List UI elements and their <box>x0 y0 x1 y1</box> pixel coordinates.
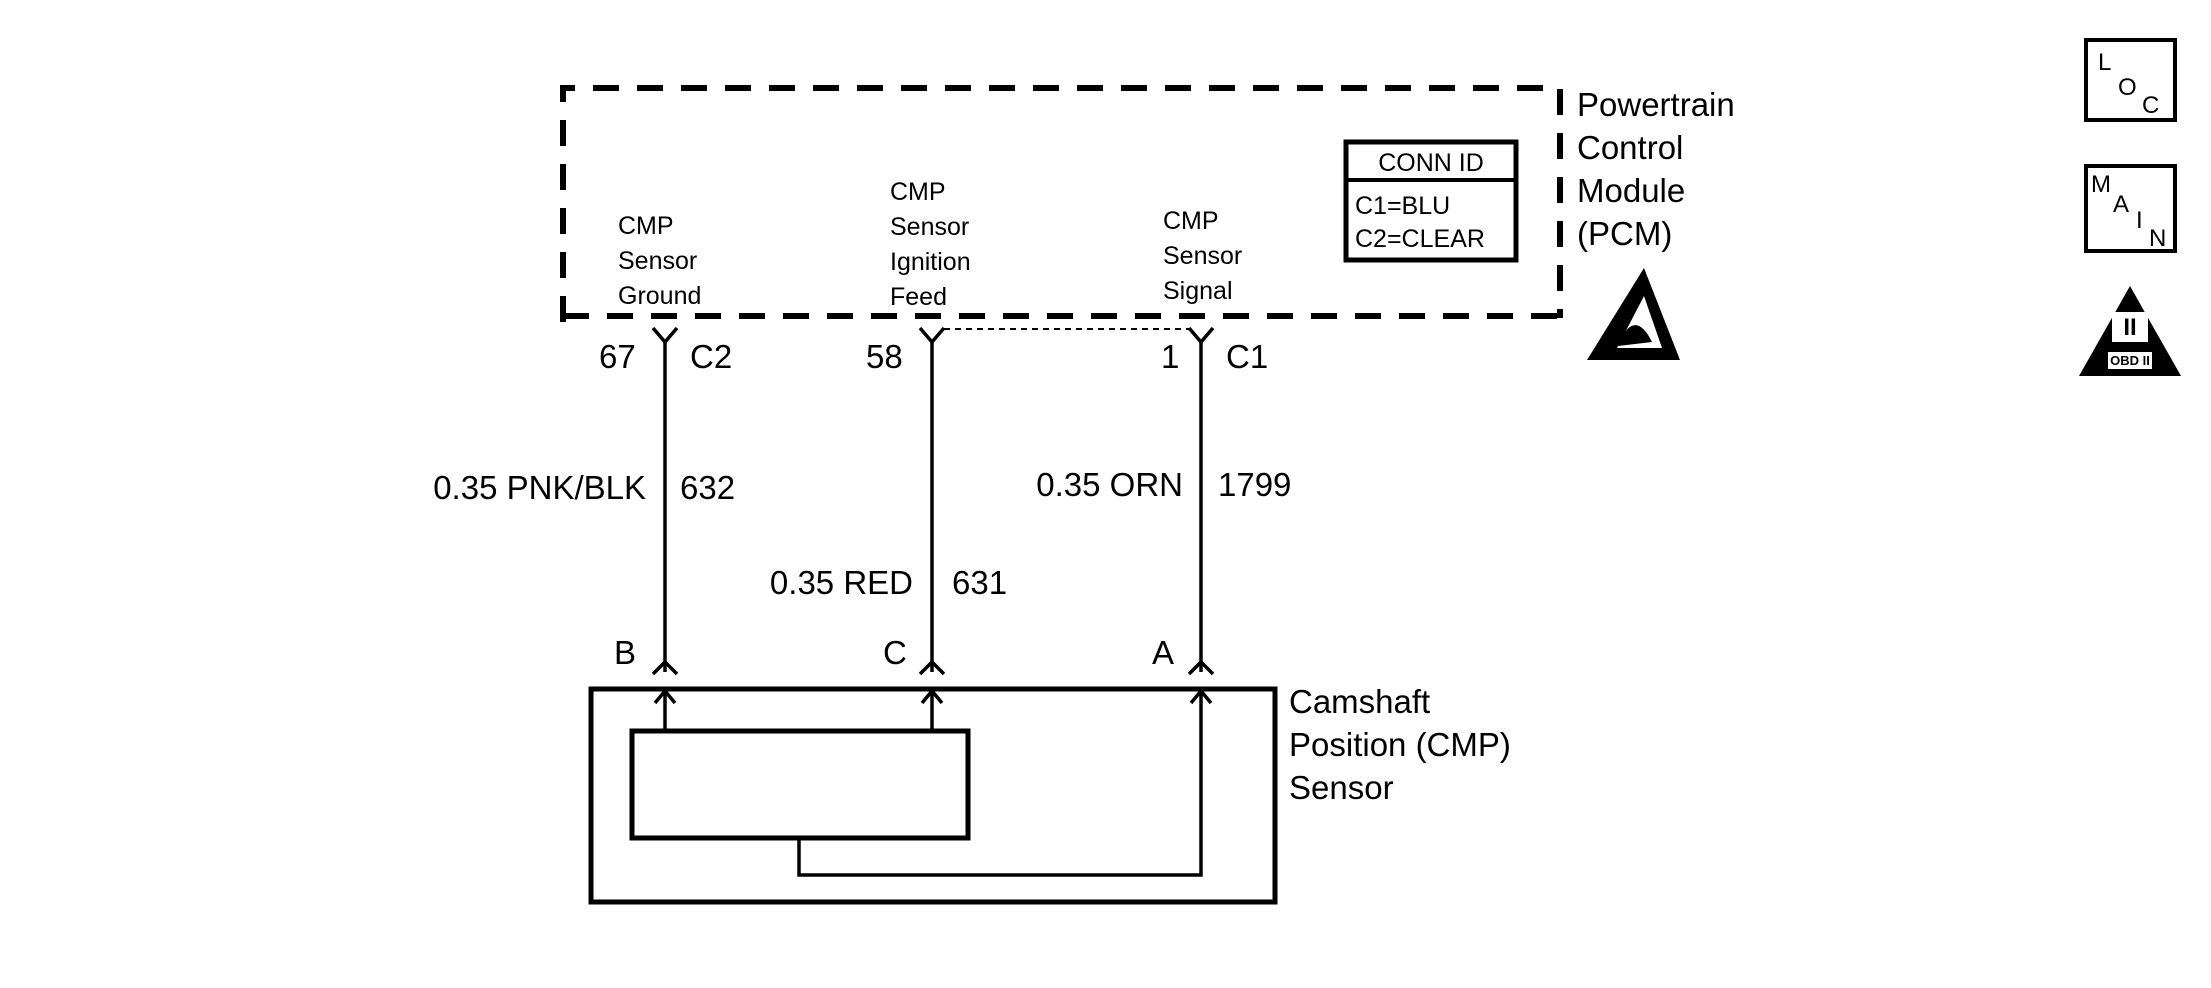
sensor-terminal-letter: C <box>883 634 907 671</box>
pcm-connector-id: C1 <box>1226 338 1268 375</box>
svg-text:C: C <box>2142 92 2159 119</box>
conn-id-header: CONN ID <box>1378 149 1484 177</box>
wire-gauge-color: 0.35 RED <box>770 564 913 601</box>
sensor-title: Camshaft Position (CMP) Sensor <box>1289 683 1520 806</box>
main-icon: M A I N <box>2084 164 2177 253</box>
sensor-inner-element <box>629 728 971 841</box>
sensor-pin-chevron <box>651 659 679 676</box>
sensor-terminal-letter: B <box>614 634 636 671</box>
pcm-pin-number: 58 <box>866 338 903 375</box>
svg-text:OBD II: OBD II <box>2110 353 2150 368</box>
pcm-title-line: (PCM) <box>1577 215 1672 252</box>
wire-circuit-number: 1799 <box>1218 466 1291 503</box>
conn-id-box: CONN ID C1=BLU C2=CLEAR <box>1343 139 1519 263</box>
sensor-outer-box <box>588 686 1278 905</box>
svg-text:M: M <box>2091 171 2111 198</box>
pcm-pin-chevron <box>918 326 946 345</box>
svg-text:A: A <box>2113 191 2129 218</box>
pcm-pin-number: 1 <box>1161 338 1179 375</box>
pcm-signal-ignition-feed-label: CMP Sensor Ignition Feed <box>890 178 978 311</box>
esd-sensitive-icon <box>1587 268 1680 360</box>
svg-text:N: N <box>2149 225 2166 252</box>
conn-id-row: C1=BLU <box>1355 192 1450 220</box>
conn-id-row: C2=CLEAR <box>1355 225 1485 253</box>
wire-gauge-color: 0.35 ORN <box>1036 466 1183 503</box>
pcm-signal-signal-label: CMP Sensor Signal <box>1163 207 1249 305</box>
pcm-signal-ground-label: CMP Sensor Ground <box>618 212 704 310</box>
sensor-pin-chevron <box>918 659 946 676</box>
arrow-up-icon <box>653 688 677 705</box>
wire-gauge-color: 0.35 PNK/BLK <box>433 469 646 506</box>
pcm-title-line: Powertrain <box>1577 86 1735 123</box>
pcm-title-line: Control <box>1577 129 1683 166</box>
arrow-up-icon <box>1189 688 1213 705</box>
sensor-terminal-letter: A <box>1152 634 1174 671</box>
obd-ii-icon: II OBD II <box>2079 286 2181 376</box>
loc-icon: L O C <box>2084 38 2177 122</box>
wire-circuit-number: 631 <box>952 564 1007 601</box>
arrow-up-icon <box>920 688 944 705</box>
pcm-boundary <box>560 85 1563 322</box>
svg-text:L: L <box>2098 49 2111 76</box>
wire-circuit-number: 632 <box>680 469 735 506</box>
sensor-internal-lead <box>797 692 1203 877</box>
svg-text:O: O <box>2118 74 2137 101</box>
pcm-connector-id: C2 <box>690 338 732 375</box>
pcm-title: Powertrain Control Module (PCM) <box>1577 86 1744 252</box>
svg-text:I: I <box>2136 207 2143 234</box>
pcm-title-line: Module <box>1577 172 1685 209</box>
svg-text:II: II <box>2123 314 2136 341</box>
pcm-pin-chevron <box>1187 326 1215 345</box>
sensor-pin-chevron <box>1187 659 1215 676</box>
pcm-pin-chevron <box>651 326 679 345</box>
pcm-pin-number: 67 <box>599 338 636 375</box>
